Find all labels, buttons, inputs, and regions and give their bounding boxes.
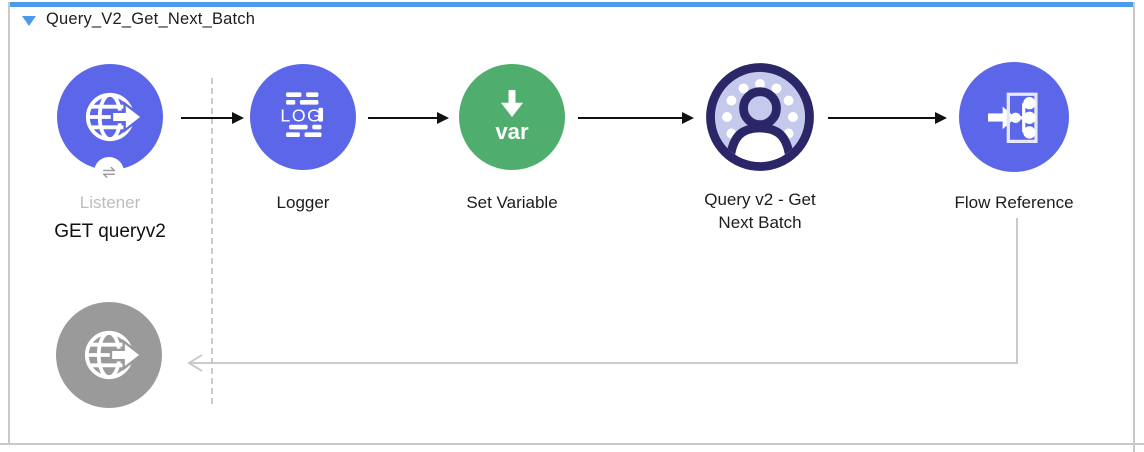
flow-border-left [8, 2, 10, 444]
salesforce-user-icon [706, 63, 814, 171]
sync-arrows-icon [103, 166, 115, 178]
connector-arrow [368, 111, 449, 125]
salesforce-query-node[interactable] [705, 62, 815, 172]
collapse-triangle-icon[interactable] [22, 16, 36, 26]
logger-icon: LOG [280, 92, 324, 138]
listener-sublabel: GET queryv2 [54, 221, 166, 242]
svg-text:LOG: LOG [280, 106, 322, 126]
source-boundary-dashed-line [211, 78, 213, 404]
svg-text:var: var [495, 119, 529, 144]
globe-arrow-icon [84, 330, 143, 380]
flow-reference-node[interactable] [959, 62, 1069, 172]
inactive-listener-node[interactable] [56, 302, 162, 408]
connector-arrow [578, 111, 694, 125]
http-listener-node[interactable] [57, 64, 163, 170]
flow-title: Query_V2_Get_Next_Batch [46, 10, 256, 28]
flow-border-bottom [0, 443, 1144, 445]
connector-arrow [181, 111, 244, 125]
set-variable-node[interactable]: var [459, 64, 565, 170]
salesforce-query-label: Query v2 - Get Next Batch [704, 190, 816, 232]
logger-label: Logger [276, 193, 330, 212]
set-variable-label: Set Variable [466, 193, 558, 212]
logger-node[interactable]: LOG [250, 64, 356, 170]
listener-label: Listener [79, 193, 141, 212]
flow-reference-label: Flow Reference [954, 193, 1074, 212]
flow-reference-icon [988, 92, 1038, 143]
request-response-badge [94, 157, 124, 187]
set-variable-icon: var [495, 90, 529, 144]
globe-arrow-icon [85, 92, 144, 142]
return-connector-line [187, 218, 1018, 372]
flow-border-right [1133, 2, 1135, 452]
connector-arrow [828, 111, 947, 125]
flow-accent-bar [9, 2, 1134, 7]
